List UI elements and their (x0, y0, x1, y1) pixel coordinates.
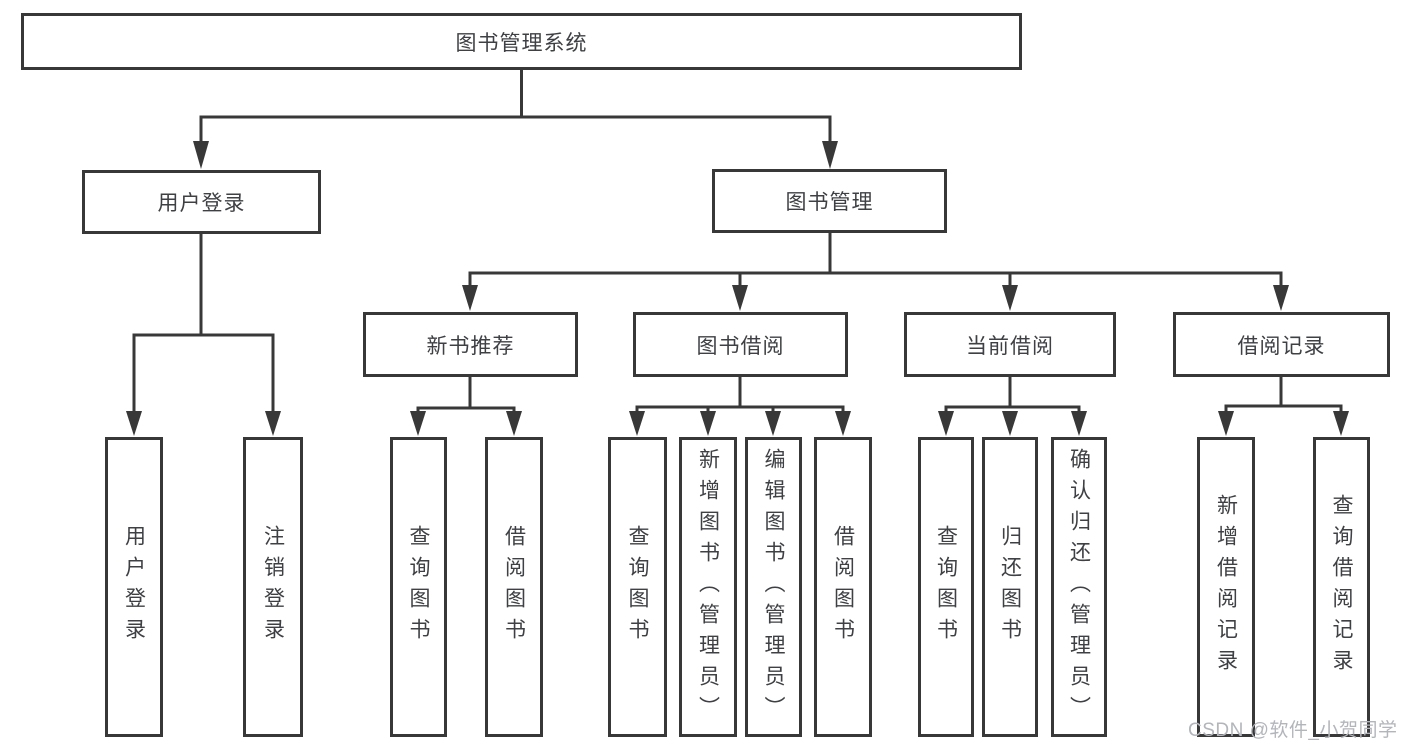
node-book-management: 图书管理 (712, 169, 947, 233)
leaf-add-book-admin: 新增图书（管理员） (679, 437, 737, 737)
leaf-query-borrow-record: 查询借阅记录 (1313, 437, 1370, 737)
leaf-label: 查询借阅记录 (1330, 494, 1353, 680)
leaf-query-books-borrow: 查询图书 (608, 437, 667, 737)
node-root: 图书管理系统 (21, 13, 1022, 70)
node-book-borrow: 图书借阅 (633, 312, 848, 377)
watermark: CSDN @软件_小贺同学 (1188, 720, 1398, 741)
leaf-label: 查询图书 (626, 525, 649, 649)
leaf-label: 借阅图书 (502, 525, 526, 649)
leaf-query-books-recommend: 查询图书 (390, 437, 447, 737)
leaf-label: 借阅图书 (831, 525, 855, 649)
leaf-query-books-current: 查询图书 (918, 437, 974, 737)
leaf-edit-book-admin: 编辑图书（管理员） (745, 437, 802, 737)
leaf-return-book: 归还图书 (982, 437, 1038, 737)
leaf-label: 新增图书（管理员） (696, 447, 720, 727)
leaf-label: 用户登录 (122, 525, 146, 649)
leaf-label: 查询图书 (407, 525, 430, 649)
node-current-borrow: 当前借阅 (904, 312, 1116, 377)
node-borrow-records: 借阅记录 (1173, 312, 1390, 377)
leaf-label: 注销登录 (261, 525, 285, 649)
leaf-label: 编辑图书（管理员） (762, 447, 785, 727)
node-user-login: 用户登录 (82, 170, 321, 234)
leaf-borrow-books: 借阅图书 (814, 437, 872, 737)
leaf-add-borrow-record: 新增借阅记录 (1197, 437, 1255, 737)
leaf-confirm-return-admin: 确认归还（管理员） (1051, 437, 1107, 737)
leaf-user-login: 用户登录 (105, 437, 163, 737)
node-new-book-recommend: 新书推荐 (363, 312, 578, 377)
leaf-borrow-books-recommend: 借阅图书 (485, 437, 543, 737)
leaf-label: 查询图书 (934, 525, 958, 649)
leaf-label: 确认归还（管理员） (1067, 447, 1091, 727)
leaf-label: 归还图书 (998, 525, 1022, 649)
leaf-label: 新增借阅记录 (1214, 494, 1238, 680)
leaf-logout: 注销登录 (243, 437, 303, 737)
